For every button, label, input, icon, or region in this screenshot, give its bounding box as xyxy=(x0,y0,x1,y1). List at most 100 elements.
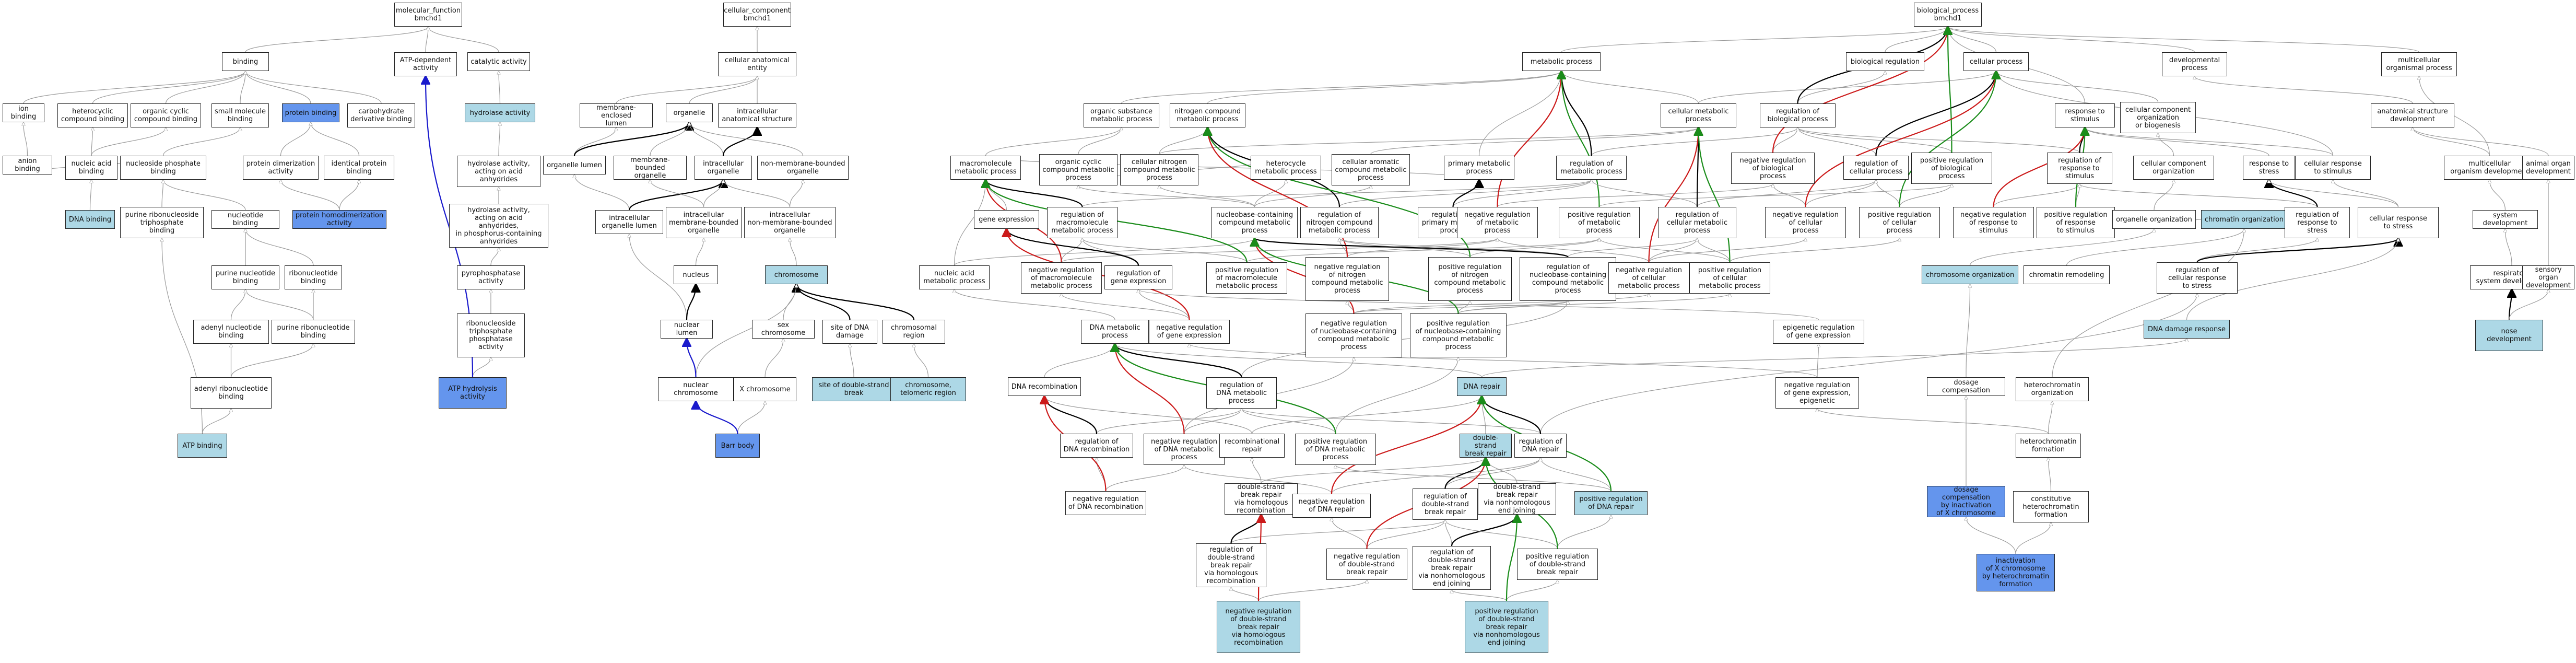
term-node-adenylnuc[interactable]: adenyl nucleotide binding xyxy=(193,320,269,344)
term-node-cellcomporg2[interactable]: cellular component organization xyxy=(2133,156,2214,180)
term-node-dnarecomb[interactable]: DNA recombination xyxy=(1008,377,1081,396)
term-node-bioreg[interactable]: biological regulation xyxy=(1846,52,1924,71)
term-node-nuclearchrom[interactable]: nuclear chromosome xyxy=(658,377,734,401)
term-node-regmacro[interactable]: regulation of macromolecule metabolic pr… xyxy=(1047,207,1118,238)
term-node-organelle[interactable]: organelle xyxy=(666,103,713,122)
term-node-regcellresponsestress[interactable]: regulation of cellular response to stres… xyxy=(2157,262,2238,294)
term-node-bp[interactable]: biological_process bmchd1 xyxy=(1914,3,1982,27)
term-node-dosagecomp[interactable]: dosage compensation xyxy=(1927,377,2005,396)
term-node-regdsbrepair[interactable]: regulation of double-strand break repair xyxy=(1413,488,1478,520)
term-node-chromosomeorg[interactable]: chromosome organization xyxy=(1922,265,2018,284)
term-node-identicalprot[interactable]: identical protein binding xyxy=(324,156,394,180)
term-node-anatomical[interactable]: anatomical structure development xyxy=(2371,103,2454,127)
term-node-negreggeneexpr[interactable]: negative regulation of gene expression xyxy=(1149,320,1230,344)
term-node-orgsubstance[interactable]: organic substance metabolic process xyxy=(1084,103,1159,127)
term-node-regmetabolic[interactable]: regulation of metabolic process xyxy=(1556,156,1627,180)
term-node-sexchrom[interactable]: sex chromosome xyxy=(752,320,815,339)
term-node-metabolic[interactable]: metabolic process xyxy=(1522,52,1601,71)
term-node-posregdsbnhej[interactable]: positive regulation of double-strand bre… xyxy=(1465,601,1548,653)
term-node-cellmetabolic[interactable]: cellular metabolic process xyxy=(1661,103,1736,127)
term-node-dnadamageresp[interactable]: DNA damage response xyxy=(2144,320,2230,339)
term-node-negregdsbhom[interactable]: negative regulation of double-strand bre… xyxy=(1217,601,1300,653)
term-node-dsbhomologous[interactable]: double-strand break repair via homologou… xyxy=(1225,483,1298,515)
term-node-intramembrane[interactable]: intracellular membrane-bounded organelle xyxy=(666,207,742,238)
term-node-nitrogencomp[interactable]: nitrogen compound metabolic process xyxy=(1170,103,1245,127)
term-node-intranonmembrane[interactable]: intracellular non-membrane-bounded organ… xyxy=(744,207,836,238)
term-node-intracellular[interactable]: intracellular anatomical structure xyxy=(718,103,796,127)
term-node-membranebounded[interactable]: membrane-bounded organelle xyxy=(614,156,687,180)
term-node-posregdnarepair[interactable]: positive regulation of DNA repair xyxy=(1574,491,1648,515)
term-node-organelleorg[interactable]: organelle organization xyxy=(2112,210,2196,229)
term-node-reggeneexpr[interactable]: regulation of gene expression xyxy=(1104,265,1172,289)
term-node-chromatinorg[interactable]: chromatin organization xyxy=(2201,210,2287,229)
term-node-posregnucleobase[interactable]: positive regulation of nucleobase-contai… xyxy=(1410,313,1507,357)
term-node-negregcellmet[interactable]: negative regulation of cellular metaboli… xyxy=(1608,262,1689,294)
term-node-orgcyclic[interactable]: organic cyclic compound binding xyxy=(131,103,201,127)
term-node-developmental[interactable]: developmental process xyxy=(2162,52,2227,76)
term-node-chromatinremodel[interactable]: chromatin remodeling xyxy=(2024,265,2110,284)
term-node-systemdev[interactable]: system development xyxy=(2473,210,2538,229)
term-node-negregdnarecomb[interactable]: negative regulation of DNA recombination xyxy=(1065,491,1146,515)
term-node-nucleus[interactable]: nucleus xyxy=(674,265,718,284)
term-node-binding[interactable]: binding xyxy=(222,52,269,71)
term-node-regdsbhom[interactable]: regulation of double-strand break repair… xyxy=(1196,543,1266,587)
term-node-cae[interactable]: cellular anatomical entity xyxy=(718,52,796,76)
term-node-ribonucbind[interactable]: ribonucleotide binding xyxy=(285,265,342,289)
term-node-purinenucbind[interactable]: purine nucleotide binding xyxy=(211,265,279,289)
term-node-regcellproc[interactable]: regulation of cellular process xyxy=(1843,156,1909,180)
term-node-heterocyclic[interactable]: heterocyclic compound binding xyxy=(57,103,128,127)
term-node-negregresp[interactable]: negative regulation of response to stimu… xyxy=(1953,207,2034,238)
term-node-adenylribonuc[interactable]: adenyl ribonucleotide binding xyxy=(191,377,272,409)
term-node-regdsbnhej[interactable]: regulation of double-strand break repair… xyxy=(1413,546,1491,590)
term-node-posregmacro[interactable]: positive regulation of macromolecule met… xyxy=(1206,262,1287,294)
term-node-dosageinact[interactable]: dosage compensation by inactivation of X… xyxy=(1927,486,2005,517)
term-node-hydrolase[interactable]: hydrolase activity xyxy=(465,103,535,122)
term-node-cellresponsestress[interactable]: cellular response to stress xyxy=(2358,207,2439,238)
term-node-nucleicbind[interactable]: nucleic acid binding xyxy=(65,156,117,180)
term-node-negregbio[interactable]: negative regulation of biological proces… xyxy=(1731,153,1815,184)
term-node-heterochromorg[interactable]: heterochromatin organization xyxy=(2016,377,2089,401)
term-node-nucleotidebind[interactable]: nucleotide binding xyxy=(211,210,279,229)
term-node-multicellular[interactable]: multicellular organismal process xyxy=(2381,52,2457,76)
term-node-negreggeneepi[interactable]: negative regulation of gene expression, … xyxy=(1775,377,1859,409)
term-node-negregcellproc[interactable]: negative regulation of cellular process xyxy=(1765,207,1846,238)
term-node-cellular[interactable]: cellular process xyxy=(1963,52,2029,71)
term-node-ribonucleosidetri[interactable]: ribonucleoside triphosphate phosphatase … xyxy=(457,313,525,357)
term-node-posregcellproc[interactable]: positive regulation of cellular process xyxy=(1859,207,1940,238)
term-node-regnucleobase[interactable]: regulation of nucleobase-containing comp… xyxy=(1520,257,1616,301)
term-node-chromosome[interactable]: chromosome xyxy=(765,265,828,284)
term-node-negregnucleobase[interactable]: negative regulation of nucleobase-contai… xyxy=(1305,313,1402,357)
term-node-atpbinding[interactable]: ATP binding xyxy=(178,434,227,458)
term-node-purineribotri[interactable]: purine ribonucleoside triphosphate bindi… xyxy=(120,207,204,238)
term-node-multidev[interactable]: multicellular organism development xyxy=(2444,156,2535,180)
term-node-proteinhomodimer[interactable]: protein homodimerization activity xyxy=(292,210,386,229)
term-node-cc[interactable]: cellular_component bmchd1 xyxy=(723,3,791,27)
term-node-posregdnamet[interactable]: positive regulation of DNA metabolic pro… xyxy=(1295,434,1376,465)
term-node-intraorglumen[interactable]: intracellular organelle lumen xyxy=(595,210,663,234)
term-node-regresponsestress[interactable]: regulation of response to stress xyxy=(2285,207,2350,238)
term-node-sitedna[interactable]: site of DNA damage xyxy=(822,320,877,344)
term-node-hydrolaseanhyd[interactable]: hydrolase activity, acting on acid anhyd… xyxy=(457,156,540,187)
term-node-nucleobase[interactable]: nucleobase-containing compound metabolic… xyxy=(1211,207,1298,238)
term-node-organellelumen[interactable]: organelle lumen xyxy=(543,156,606,175)
term-node-posregcellmet[interactable]: positive regulation of cellular metaboli… xyxy=(1689,262,1770,294)
term-node-regbio[interactable]: regulation of biological process xyxy=(1760,103,1836,127)
term-node-mf[interactable]: molecular_function bmchd1 xyxy=(394,3,462,27)
term-node-regdnamet[interactable]: regulation of DNA metabolic process xyxy=(1206,377,1277,409)
term-node-responsestress[interactable]: response to stress xyxy=(2243,156,2295,180)
term-node-anionbind[interactable]: anion binding xyxy=(3,156,52,175)
term-node-dsbnhej[interactable]: double-strand break repair via nonhomolo… xyxy=(1478,483,1556,515)
term-node-cellaromatic[interactable]: cellular aromatic compound metabolic pro… xyxy=(1332,154,1410,185)
term-node-responsestim[interactable]: response to stimulus xyxy=(2055,103,2115,127)
term-node-animalorgan[interactable]: animal organ development xyxy=(2522,156,2574,180)
term-node-catalytic[interactable]: catalytic activity xyxy=(467,52,530,71)
term-node-atpdep[interactable]: ATP-dependent activity xyxy=(394,52,457,76)
term-node-dnabinding[interactable]: DNA binding xyxy=(65,210,115,229)
term-node-chromregion[interactable]: chromosomal region xyxy=(883,320,945,344)
term-node-barrbody[interactable]: Barr body xyxy=(715,434,760,458)
term-node-negregdsb[interactable]: negative regulation of double-strand bre… xyxy=(1326,549,1407,580)
term-node-intraorganelle[interactable]: intracellular organelle xyxy=(695,156,752,180)
term-node-sensoryorgan[interactable]: sensory organ development xyxy=(2522,265,2574,289)
term-node-heterocyclemet[interactable]: heterocycle metabolic process xyxy=(1251,156,1321,180)
term-node-nonmembrane[interactable]: non-membrane-bounded organelle xyxy=(757,156,849,180)
